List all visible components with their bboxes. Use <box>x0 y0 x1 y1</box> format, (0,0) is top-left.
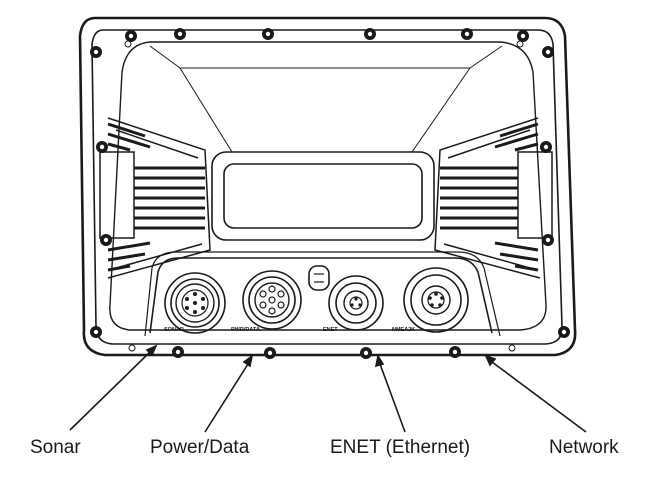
device-housing <box>78 16 577 357</box>
leader-lines <box>69 344 587 433</box>
connector-panel <box>144 251 501 337</box>
network-connector <box>403 267 469 333</box>
mounting-screws <box>90 28 570 359</box>
sonar-connector <box>164 272 226 334</box>
left-bracket-mount <box>99 117 211 279</box>
aux-port <box>308 265 330 291</box>
leader-line-sonar <box>69 351 151 431</box>
enet-connector <box>328 275 384 331</box>
screw-icon <box>90 28 570 359</box>
port-label-sonar: SONAR <box>164 327 184 333</box>
right-bracket-mount <box>434 117 553 279</box>
callout-sonar: Sonar <box>30 437 81 458</box>
port-label-power-data: PWR/DATA <box>231 327 260 333</box>
port-label-enet: ENET <box>323 327 338 333</box>
power-data-connector <box>242 270 302 330</box>
port-labels: SONAR PWR/DATA ENET NMEA2K <box>164 327 415 333</box>
leader-line-network <box>491 361 587 433</box>
leader-line-power-data <box>204 363 249 433</box>
callout-power-data: Power/Data <box>150 437 250 458</box>
label-recess <box>211 151 435 241</box>
port-label-network: NMEA2K <box>392 327 415 333</box>
callout-enet: ENET (Ethernet) <box>330 437 471 458</box>
callout-network: Network <box>549 437 619 458</box>
leader-line-enet <box>379 363 406 433</box>
back-face-lines <box>149 45 503 153</box>
